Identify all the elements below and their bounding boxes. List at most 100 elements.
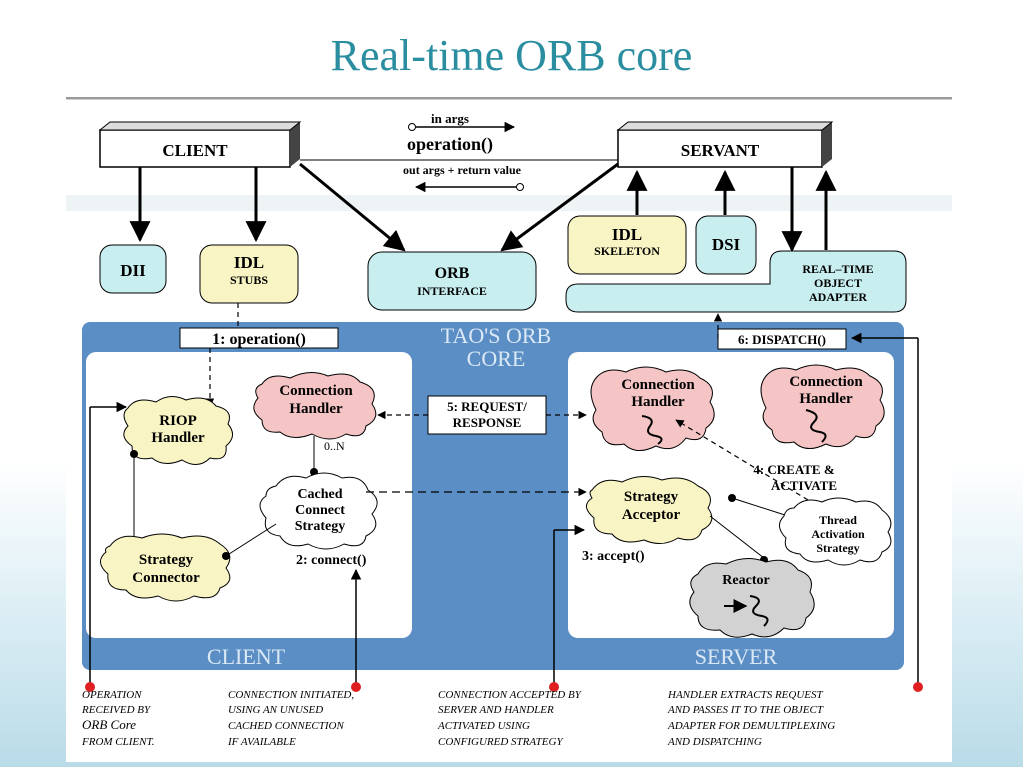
step5-box <box>427 395 547 435</box>
step5-label-2: RESPONSE <box>453 415 522 430</box>
adapter-label-1: REAL–TIME <box>802 262 873 276</box>
thread-label-2: Activation <box>811 527 865 541</box>
caption-4-line-2: AND PASSES IT TO THE OBJECT <box>667 704 824 716</box>
caption-4-line-3: ADAPTER FOR DEMULTIPLEXING <box>667 720 835 732</box>
connection-handler-client: Connection Handler <box>253 372 377 440</box>
caption-3-line-1: CONNECTION ACCEPTED BY <box>438 689 583 701</box>
in-args-dot <box>408 123 416 131</box>
caption-4-line-1: HANDLER EXTRACTS REQUEST <box>667 689 823 701</box>
client-box: CLIENT <box>98 121 302 168</box>
rt-object-adapter: REAL–TIME OBJECT ADAPTER <box>565 250 907 313</box>
thread-label-1: Thread <box>819 513 857 527</box>
adapter-label-3: ADAPTER <box>809 290 867 304</box>
caption-3: CONNECTION ACCEPTED BY SERVER AND HANDLE… <box>437 689 583 748</box>
connection-handler-server-2: Connection Handler <box>760 364 885 449</box>
slide-title: Real-time ORB core <box>330 31 693 80</box>
dii-label: DII <box>120 261 146 280</box>
strategy-acceptor: Strategy Acceptor <box>586 476 713 544</box>
connector-to-cached-line <box>225 523 277 557</box>
idl-skeleton-label-2: SKELETON <box>594 244 660 258</box>
step4-arrow <box>675 419 809 501</box>
caption-3-line-3: ACTIVATED USING <box>437 720 530 732</box>
out-args-label: out args + return value <box>403 163 522 177</box>
cached-label-1: Cached <box>297 487 342 502</box>
reactor-label: Reactor <box>722 573 769 588</box>
caption-3-line-2: SERVER AND HANDLER <box>438 704 554 716</box>
in-args-label: in args <box>431 111 469 126</box>
conn-server2-label-2: Handler <box>799 391 853 407</box>
reactor-thread-squiggle <box>749 595 769 627</box>
step3-label: 3: accept() <box>582 549 645 564</box>
title-divider <box>66 97 952 100</box>
out-args-dot <box>516 183 524 191</box>
servant-box: SERVANT <box>616 121 834 168</box>
multiplicity-label: 0..N <box>324 439 345 453</box>
conn-client-label-2: Handler <box>289 401 343 417</box>
acceptor-label-2: Acceptor <box>622 507 681 523</box>
servant-label: SERVANT <box>681 141 760 160</box>
step4-label-1: 4: CREATE & <box>753 462 835 477</box>
marker-4 <box>913 682 923 692</box>
background-stripe <box>66 195 952 211</box>
orb-interface-label-1: ORB <box>435 265 470 282</box>
cached-label-3: Strategy <box>295 519 346 534</box>
idl-skeleton-label-1: IDL <box>612 225 642 244</box>
thread-activation-strategy: Thread Activation Strategy <box>779 497 892 566</box>
strategy-connector: Strategy Connector <box>100 533 231 602</box>
dsi-box: DSI <box>695 215 757 275</box>
connection-handler-server-1: Connection Handler <box>590 366 715 451</box>
connector-link-dot <box>222 552 230 560</box>
caption-1-line-1: OPERATION <box>82 689 142 701</box>
adapter-label-2: OBJECT <box>814 276 862 290</box>
caption-2-line-1: CONNECTION INITIATED, <box>228 689 354 701</box>
step1-label: 1: operation() <box>212 331 306 348</box>
client-to-orb-interface-arrow <box>299 162 406 252</box>
idl-skeleton-box: IDL SKELETON <box>567 215 687 275</box>
thread-label-3: Strategy <box>816 541 859 555</box>
marker-3 <box>549 682 559 692</box>
step1-box <box>179 327 339 349</box>
idl-stubs-box: IDL STUBS <box>199 244 299 304</box>
servant-to-orb-interface-arrow <box>500 162 619 252</box>
acceptor-thread-line <box>731 497 789 517</box>
riop-label-2: Handler <box>151 430 205 446</box>
acceptor-reactor-line <box>709 515 765 559</box>
caption-2: CONNECTION INITIATED, USING AN UNUSED CA… <box>227 689 354 748</box>
idl-stubs-label-2: STUBS <box>230 273 268 287</box>
cached-connect-strategy: Cached Connect Strategy <box>259 472 378 550</box>
orb-architecture-diagram: CLIENT SERVANT in args operation() out a… <box>66 100 952 762</box>
dsi-label: DSI <box>712 235 741 254</box>
step2-label: 2: connect() <box>296 553 367 568</box>
caption-2-line-3: CACHED CONNECTION <box>228 720 344 732</box>
orb-core-title-1: TAO'S ORB <box>441 323 551 348</box>
riop-handler: RIOP Handler <box>123 396 233 465</box>
marker-1 <box>85 682 95 692</box>
riop-label-1: RIOP <box>159 413 197 429</box>
acceptor-label-1: Strategy <box>624 489 679 505</box>
caption-1-line-4: FROM CLIENT. <box>81 736 155 748</box>
caption-3-line-4: CONFIGURED STRATEGY <box>438 736 564 748</box>
client-section-label: CLIENT <box>207 644 286 669</box>
caption-1: OPERATION RECEIVED BY ORB Core FROM CLIE… <box>81 689 155 748</box>
cached-label-2: Connect <box>295 503 345 518</box>
conn-server2-label-1: Connection <box>789 374 863 390</box>
reactor: Reactor <box>689 558 815 638</box>
connector-label-1: Strategy <box>139 552 194 568</box>
conn-client-label-1: Connection <box>279 383 353 399</box>
idl-stubs-label-1: IDL <box>234 253 264 272</box>
client-label: CLIENT <box>162 141 228 160</box>
operation-label: operation() <box>407 134 493 155</box>
caption-2-line-4: IF AVAILABLE <box>227 736 296 748</box>
step6-label: 6: DISPATCH() <box>738 332 826 347</box>
step4-label-2: ACTIVATE <box>771 478 837 493</box>
caption-1-line-3: ORB Core <box>82 717 136 732</box>
server-section-label: SERVER <box>695 644 778 669</box>
marker-2 <box>351 682 361 692</box>
orb-interface-box: ORB INTERFACE <box>367 251 537 311</box>
caption-2-line-2: USING AN UNUSED <box>228 704 323 716</box>
step5-label-1: 5: REQUEST/ <box>447 399 527 414</box>
conn-server1-label-2: Handler <box>631 394 685 410</box>
thread-squiggle-1 <box>641 415 663 445</box>
orb-core-title-2: CORE <box>467 346 526 371</box>
caption-4: HANDLER EXTRACTS REQUEST AND PASSES IT T… <box>667 689 835 748</box>
